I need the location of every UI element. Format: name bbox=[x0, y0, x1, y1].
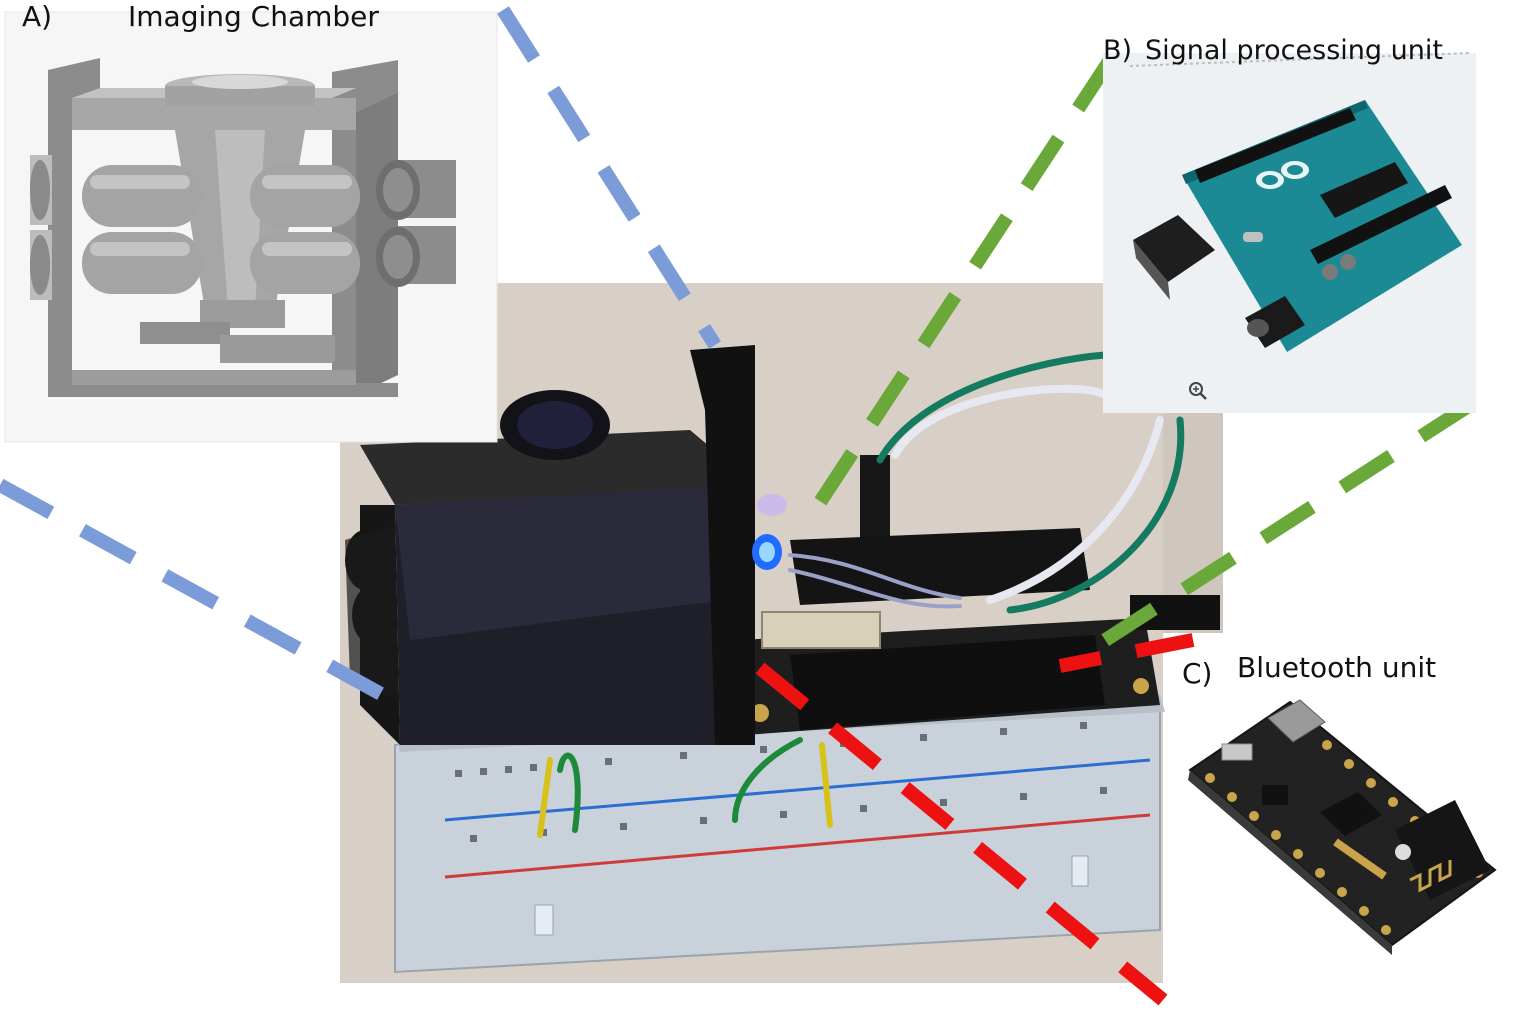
cables bbox=[788, 351, 1185, 614]
panel-a-letter: A) bbox=[22, 0, 52, 33]
arduino-board-image bbox=[1103, 53, 1476, 413]
bluetooth-board-image bbox=[1188, 699, 1497, 955]
zoom-in-icon[interactable] bbox=[1189, 382, 1207, 400]
printed-chamber-photo bbox=[345, 345, 755, 745]
arduino-image-top-border bbox=[1129, 52, 1471, 67]
panel-b-title: Signal processing unit bbox=[1145, 35, 1443, 66]
panel-c-title: Bluetooth unit bbox=[1237, 651, 1436, 684]
panel-a-title: Imaging Chamber bbox=[128, 0, 379, 33]
connector-lines-c bbox=[755, 633, 1195, 1006]
feather-board-photo bbox=[740, 595, 1220, 735]
connector-lines-a bbox=[0, 6, 721, 707]
imaging-chamber-render bbox=[4, 11, 498, 443]
leds bbox=[752, 494, 787, 570]
panel-b-letter: B) bbox=[1103, 35, 1132, 66]
panel-c-letter: C) bbox=[1182, 657, 1212, 690]
jumper-wires bbox=[537, 737, 833, 838]
connector-lines-b bbox=[799, 56, 1474, 656]
